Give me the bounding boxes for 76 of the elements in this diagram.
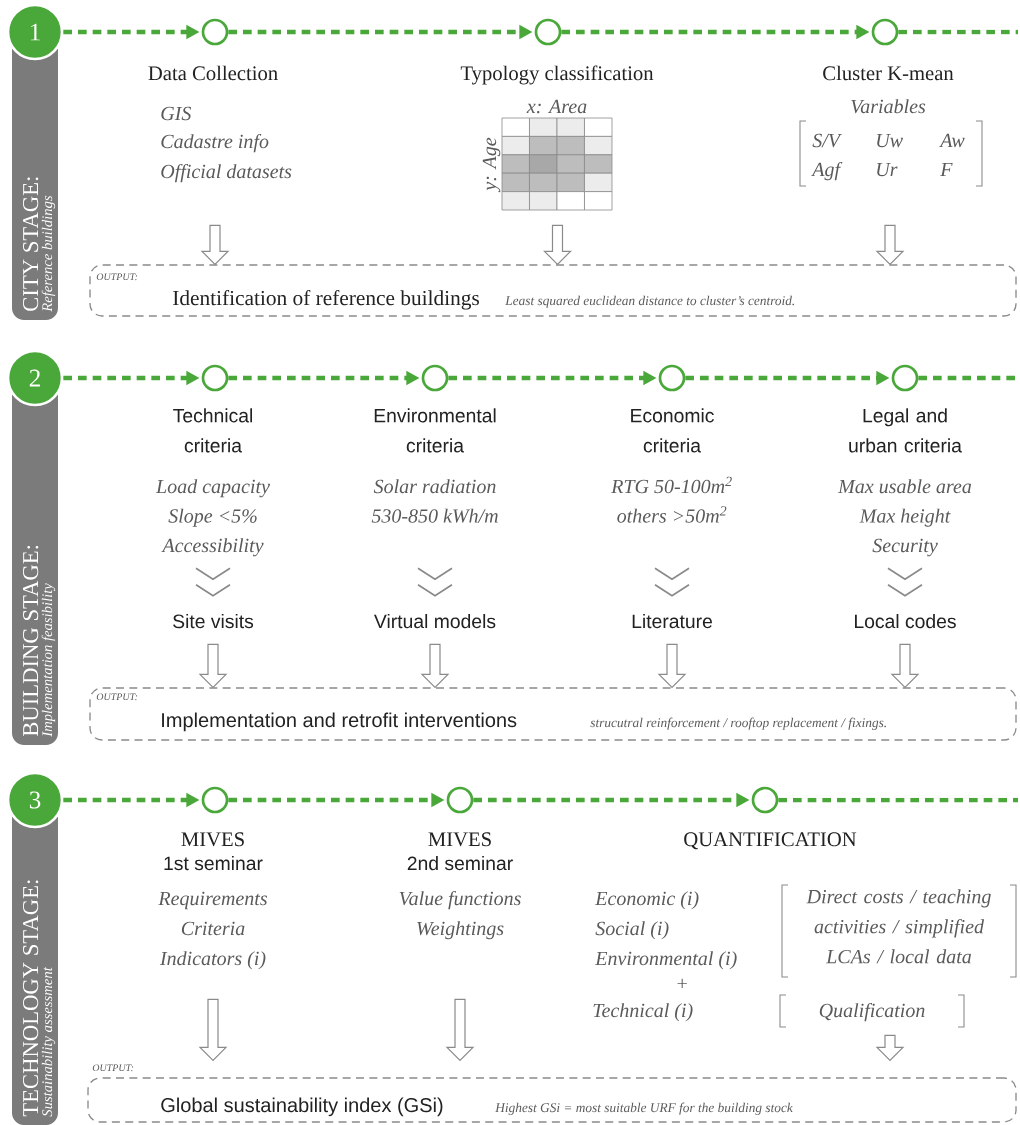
step-heading: Typology classification [460, 65, 654, 85]
matrix-entry: F [940, 162, 953, 176]
output-note: Least squared euclidean distance to cluster’s centroid. [505, 295, 795, 308]
chevron-arrow [417, 567, 453, 597]
list-item: Accessibility [161, 538, 264, 557]
step-badge: 3 [6, 771, 64, 829]
output-title: Identification of reference buildings [173, 290, 479, 310]
list-item: Environmental (i) [595, 951, 737, 970]
step-heading: MIVES [428, 832, 491, 847]
step-heading: Data Collection [148, 65, 278, 81]
step-heading: Environmental criteria [374, 408, 496, 453]
chevron-arrow [654, 567, 690, 597]
bracketed-text: Direct costs / teaching activities / simplified LCAs / local data [806, 889, 991, 964]
step-heading: Virtual models [374, 614, 496, 629]
axis-label: y: Age [482, 137, 501, 193]
step-circle [201, 364, 229, 392]
chevron-arrow [195, 567, 231, 597]
step-circle [751, 786, 779, 814]
list-item: Indicators (i) [159, 951, 266, 970]
output-title: Global sustainability index (GSi) [161, 1097, 443, 1117]
list-item: Load capacity [155, 479, 270, 498]
step-subheading: 1st seminar [164, 856, 263, 871]
list-item: Value functions [399, 890, 521, 910]
step-circle [658, 364, 686, 392]
matrix-title: Variables [851, 99, 926, 114]
list-item: Cadastre info [161, 133, 269, 153]
plus-sign: + [677, 978, 687, 988]
list-item: Solar radiation [373, 479, 496, 494]
step-circle [891, 364, 919, 392]
matrix-entry: Uw [877, 133, 903, 148]
step-heading: Legal and urban criteria [849, 408, 962, 453]
step-circle [446, 786, 474, 814]
output-label: OUTPUT: [96, 693, 138, 701]
output-title: Implementation and retrofit interventions [162, 712, 517, 732]
step-subheading: 2nd seminar [407, 856, 513, 871]
step-heading: Technical criteria [173, 408, 252, 453]
list-item: Criteria [181, 921, 245, 936]
bracketed-text: Qualification [819, 1002, 925, 1022]
step-badge: 2 [6, 349, 64, 407]
list-item: Max usable area [837, 479, 972, 494]
list-item: GIS [161, 106, 192, 121]
list-item: 530-850 kWh/m [371, 508, 498, 523]
step-heading: Economic criteria [631, 408, 714, 453]
list-item: Technical (i) [593, 1003, 693, 1022]
list-item: Security [872, 538, 938, 557]
output-label: OUTPUT: [92, 1064, 134, 1072]
step-heading: Literature [632, 614, 712, 629]
matrix-entry: Agf [811, 161, 843, 181]
list-item: Social (i) [595, 921, 669, 940]
list-item: RTG 50-100m$^{2}$ [611, 476, 732, 494]
output-label: OUTPUT: [96, 273, 138, 281]
list-item: Weightings [417, 921, 504, 940]
step-heading: QUANTIFICATION [684, 832, 857, 850]
step-heading: Cluster K-mean [823, 65, 954, 81]
step-heading: Local codes [855, 614, 956, 629]
output-note: strucutral reinforcement / rooftop replacement / fixings. [590, 717, 886, 730]
list-item: others >50m$^{2}$ [617, 506, 727, 523]
step-circle [534, 18, 562, 46]
list-item: Slope <5% [168, 508, 257, 527]
list-item: Economic (i) [595, 891, 699, 910]
chevron-arrow [887, 567, 923, 597]
matrix-entry: Aw [939, 133, 965, 148]
step-circle [871, 18, 899, 46]
step-circle [201, 786, 229, 814]
list-item: Requirements [158, 891, 267, 910]
output-note: Highest GSi = most suitable URF for the building stock [495, 1102, 793, 1115]
step-badge: 1 [6, 3, 64, 61]
matrix-entry: S/V [812, 133, 842, 148]
step-circle [421, 364, 449, 392]
step-heading: Site visits [173, 614, 254, 629]
list-item: Max height [859, 508, 951, 527]
list-item: Official datasets [161, 163, 292, 183]
step-circle [201, 18, 229, 46]
axis-label: x: Area [526, 99, 587, 114]
step-heading: MIVES [181, 832, 244, 847]
matrix-entry: Ur [877, 162, 898, 177]
